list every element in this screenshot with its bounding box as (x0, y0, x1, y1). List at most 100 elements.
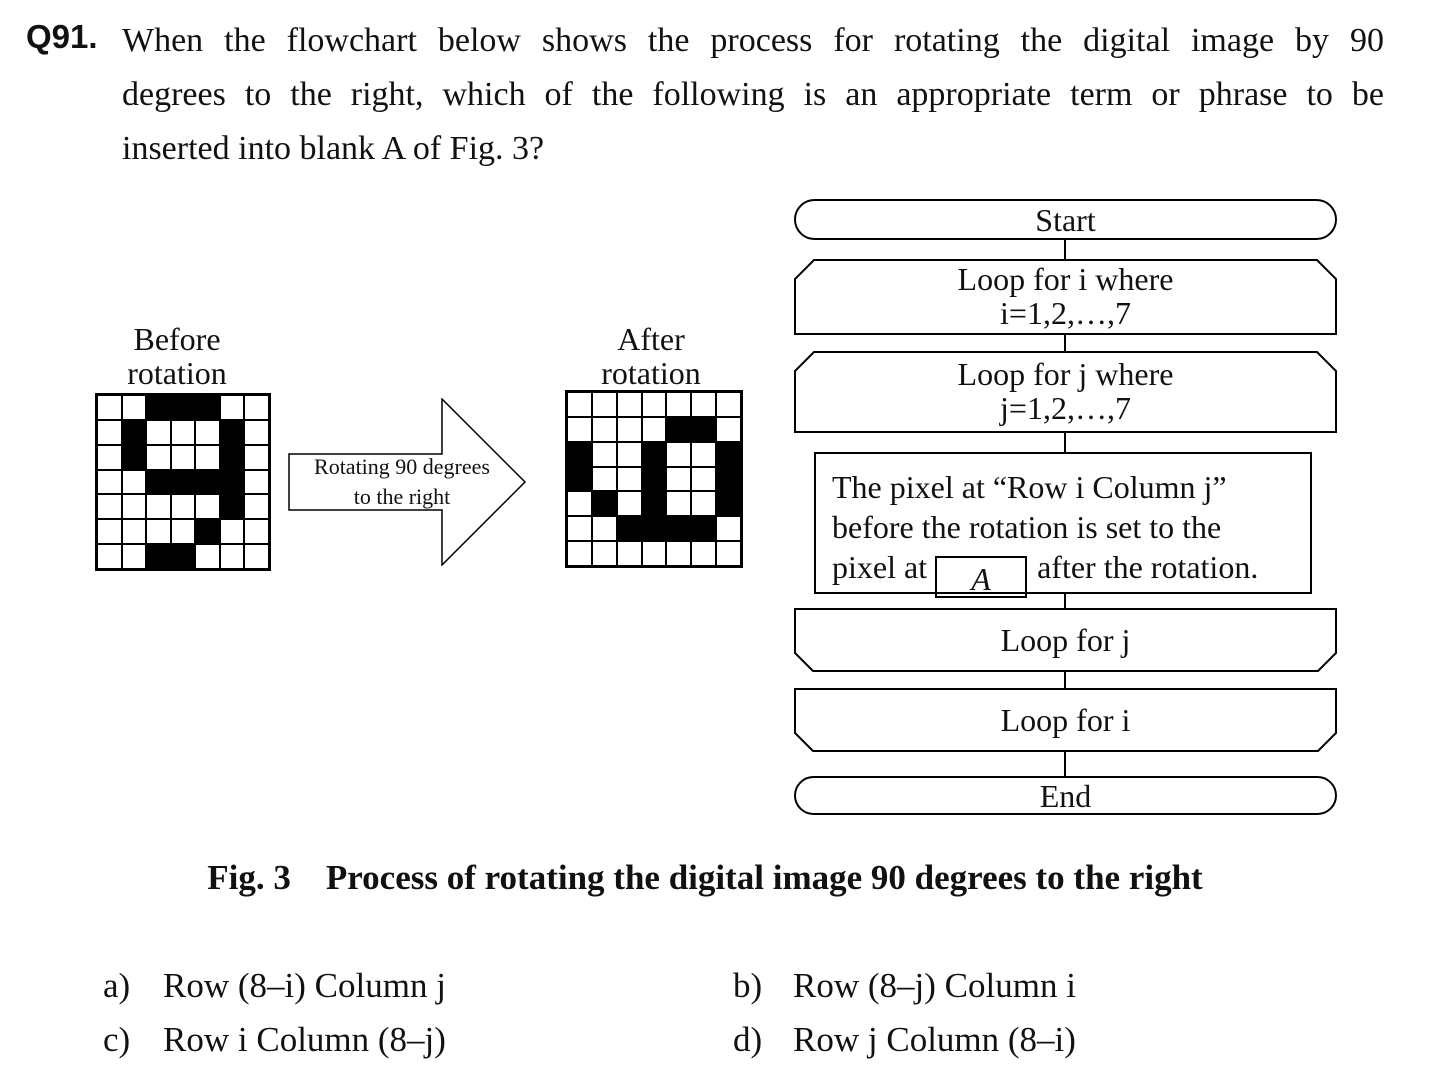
pixel-cell (195, 444, 220, 470)
pixel-cell (170, 395, 196, 420)
pixel-cell (146, 544, 171, 569)
pixel-cell (146, 444, 171, 470)
choice-c-text: Row i Column (8–j) (163, 1020, 446, 1059)
pixel-cell (641, 541, 667, 566)
pixel-cell (97, 544, 122, 569)
pixel-cell (616, 441, 642, 467)
pixel-cell (195, 519, 220, 545)
rotate-arrow-icon (288, 398, 527, 566)
loop-end-j (794, 608, 1337, 672)
loop-i-label: Loop for i where i=1,2,…,7 (795, 262, 1336, 330)
loop-j-line-1: Loop for j where (957, 356, 1174, 392)
pixel-cell (567, 392, 592, 417)
pixel-cell (97, 469, 122, 495)
pixel-cell (97, 419, 122, 445)
process-line-3-end: after the rotation. (1037, 549, 1259, 585)
question-line-1: When the flowchart below shows the proce… (122, 22, 1384, 59)
choice-d-text: Row j Column (8–i) (793, 1020, 1076, 1059)
pixel-cell (170, 419, 196, 445)
choice-d[interactable]: d) Row j Column (8–i) (733, 1020, 1076, 1060)
pixel-cell (591, 491, 617, 517)
pixel-cell (591, 541, 617, 566)
pixel-cell (591, 392, 617, 417)
process-line-2: before the rotation is set to the (832, 509, 1222, 545)
choice-b[interactable]: b) Row (8–j) Column i (733, 966, 1076, 1006)
pixel-cell (170, 519, 196, 545)
choice-a-text: Row (8–i) Column j (163, 966, 446, 1005)
pixel-cell (641, 491, 667, 517)
arrow-label-line-2: to the right (353, 484, 451, 509)
pixel-cell (121, 419, 147, 445)
pixel-cell (244, 494, 269, 520)
pixel-cell (146, 519, 171, 545)
pixel-cell (641, 466, 667, 492)
pixel-cell (716, 491, 741, 517)
pixel-cell (219, 519, 245, 545)
pixel-cell (170, 469, 196, 495)
pixel-cell (219, 444, 245, 470)
pixel-cell (244, 444, 269, 470)
pixel-cell (716, 392, 741, 417)
pixel-cell (716, 541, 741, 566)
question-number: Q91. (26, 18, 98, 55)
question-text: When the flowchart below shows the proce… (122, 14, 1384, 176)
pixel-cell (641, 441, 667, 467)
process-line-3-start: pixel at (832, 549, 928, 585)
pixel-cell (591, 416, 617, 442)
choice-b-letter: b) (733, 966, 763, 1005)
pixel-cell (244, 544, 269, 569)
choice-c-letter: c) (103, 1020, 131, 1059)
start-label: Start (1035, 202, 1096, 238)
start-terminator (794, 199, 1337, 240)
pixel-cell (97, 444, 122, 470)
pixel-cell (170, 544, 196, 569)
arrow-label-line-1: Rotating 90 degrees (314, 454, 490, 479)
loop-end-j-label: Loop for j (1000, 622, 1131, 658)
pixel-cell (244, 469, 269, 495)
pixel-cell (244, 519, 269, 545)
pixel-cell (219, 419, 245, 445)
after-caption-line-1: After (617, 321, 685, 357)
pixel-cell (616, 466, 642, 492)
pixel-cell (666, 516, 692, 542)
pixel-cell (716, 416, 741, 442)
pixel-cell (691, 541, 717, 566)
pixel-cell (244, 419, 269, 445)
pixel-cell (195, 395, 220, 420)
pixel-cell (219, 544, 245, 569)
pixel-cell (219, 469, 245, 495)
after-caption-line-2: rotation (601, 355, 701, 391)
choice-a[interactable]: a)Row (8–i) Column j (103, 966, 446, 1006)
pixel-cell (244, 395, 269, 420)
pixel-cell (567, 441, 592, 467)
pixel-cell (616, 416, 642, 442)
pixel-cell (641, 392, 667, 417)
loop-i-line-2: i=1,2,…,7 (1000, 295, 1131, 331)
choice-d-letter: d) (733, 1020, 763, 1059)
pixel-cell (146, 469, 171, 495)
pixel-cell (219, 395, 245, 420)
pixel-cell (567, 491, 592, 517)
pixel-cell (591, 516, 617, 542)
pixel-cell (716, 516, 741, 542)
pixel-cell (195, 544, 220, 569)
loop-j-label: Loop for j where j=1,2,…,7 (795, 357, 1336, 425)
arrow-label: Rotating 90 degrees to the right (296, 452, 508, 512)
after-caption: After rotation (566, 322, 736, 390)
choice-c[interactable]: c) Row i Column (8–j) (103, 1020, 446, 1060)
loop-start-i (794, 259, 1337, 335)
pixel-cell (591, 466, 617, 492)
pixel-cell (616, 392, 642, 417)
choice-b-text: Row (8–j) Column i (793, 966, 1076, 1005)
pixel-cell (146, 494, 171, 520)
before-caption-line-1: Before (133, 321, 221, 357)
pixel-cell (616, 516, 642, 542)
pixel-cell (195, 469, 220, 495)
pixel-cell (121, 544, 147, 569)
blank-a-box: A (935, 556, 1028, 598)
pixel-cell (219, 494, 245, 520)
pixel-cell (666, 441, 692, 467)
pixel-cell (121, 469, 147, 495)
